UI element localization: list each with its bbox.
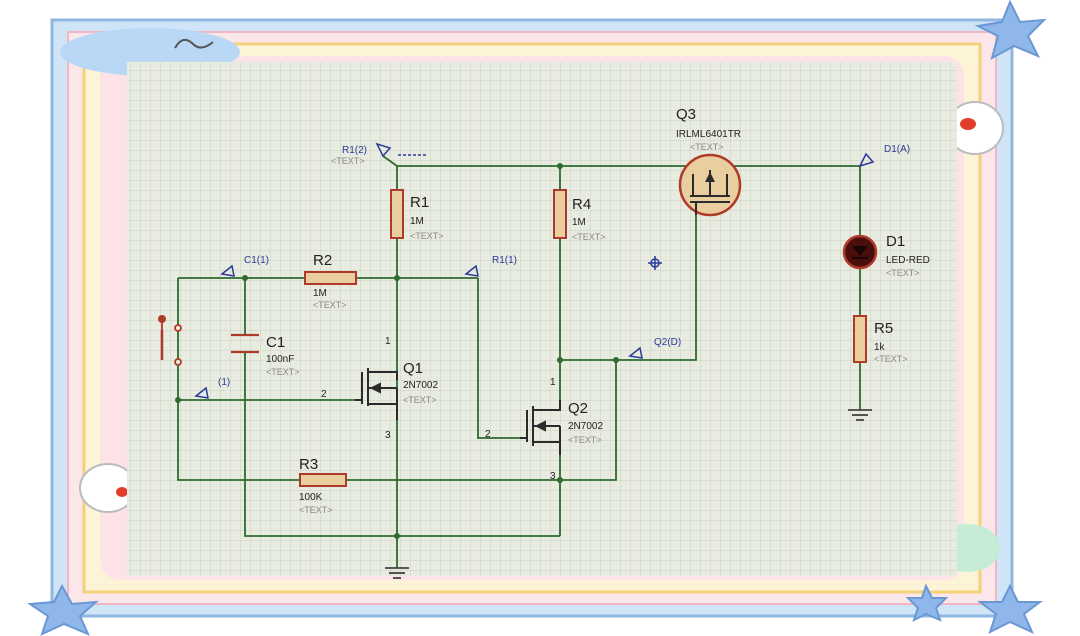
ground-icon (848, 409, 872, 421)
probe-arrow-icon (220, 264, 235, 277)
star-icon (905, 583, 949, 622)
component-value-r1: 1M (410, 216, 424, 227)
crosshair-icon (648, 256, 662, 270)
probe-label-r1-2: R1(2) (342, 145, 367, 156)
mosfet-q3-symbol[interactable] (678, 153, 742, 217)
probe-label-r1-1: R1(1) (492, 255, 517, 266)
component-ref-r1: R1 (410, 194, 429, 211)
component-ref-d1: D1 (886, 233, 905, 250)
component-ref-c1: C1 (266, 334, 285, 351)
probe-text-r1-2: <TEXT> (331, 156, 365, 166)
component-text-d1: <TEXT> (886, 268, 920, 278)
probe-label-q2-d: Q2(D) (654, 337, 681, 348)
component-text-r3: <TEXT> (299, 505, 333, 515)
junctions (175, 163, 619, 539)
component-text-r4: <TEXT> (572, 232, 606, 242)
led-d1-symbol[interactable] (842, 234, 878, 270)
pin-label-q1-gate: 2 (321, 389, 327, 400)
probe-arrow-icon (194, 386, 209, 399)
component-ref-q3: Q3 (676, 106, 696, 123)
push-button-switch[interactable] (158, 315, 182, 366)
star-icon (27, 583, 99, 636)
pin-label-q2-drain: 1 (550, 377, 556, 388)
probe-arrow-icon (628, 346, 643, 359)
resistor-r5-body[interactable] (853, 315, 867, 363)
pin-label-q2-source: 3 (550, 471, 556, 482)
component-text-r1: <TEXT> (410, 231, 444, 241)
mosfet-q2-symbol[interactable] (520, 400, 561, 455)
decoration-cloud-face-right (946, 101, 1004, 155)
probe-arrow-icon (858, 152, 875, 168)
resistor-r3-body[interactable] (299, 473, 347, 487)
ground-icon (385, 567, 409, 579)
component-ref-q2: Q2 (568, 400, 588, 417)
capacitor-c1-symbol[interactable] (231, 333, 259, 354)
probe-arrow-icon (375, 142, 426, 158)
pin-label-q2-gate: 2 (485, 429, 491, 440)
component-value-d1: LED-RED (886, 255, 930, 266)
component-value-q1: 2N7002 (403, 380, 438, 391)
probe-label-c1-1: C1(1) (244, 255, 269, 266)
component-ref-q1: Q1 (403, 360, 423, 377)
pin-label-q1-source: 3 (385, 430, 391, 441)
star-icon (974, 0, 1047, 61)
component-ref-r3: R3 (299, 456, 318, 473)
probe-label-d1-a: D1(A) (884, 144, 910, 155)
probe-label-node-1: (1) (218, 377, 230, 388)
component-value-q3: IRLML6401TR (676, 129, 741, 140)
resistor-r4-body[interactable] (553, 189, 567, 239)
component-text-r5: <TEXT> (874, 354, 908, 364)
resistor-r1-body[interactable] (390, 189, 404, 239)
component-ref-r2: R2 (313, 252, 332, 269)
component-text-r2: <TEXT> (313, 300, 347, 310)
component-value-q2: 2N7002 (568, 421, 603, 432)
pin-label-q1-drain: 1 (385, 336, 391, 347)
component-ref-r4: R4 (572, 196, 591, 213)
star-icon (977, 583, 1043, 634)
component-value-r4: 1M (572, 217, 586, 228)
component-value-r3: 100K (299, 492, 323, 503)
probe-arrow-icon (464, 264, 479, 277)
schematic-canvas (127, 62, 957, 576)
component-text-q2: <TEXT> (568, 435, 602, 445)
component-ref-r5: R5 (874, 320, 893, 337)
resistor-r2-body[interactable] (304, 271, 357, 285)
mosfet-q1-symbol[interactable] (355, 368, 398, 420)
component-value-r2: 1M (313, 288, 327, 299)
component-text-q3: <TEXT> (690, 142, 724, 152)
component-text-q1: <TEXT> (403, 395, 437, 405)
component-value-r5: 1k (874, 342, 886, 353)
component-value-c1: 100nF (266, 354, 294, 365)
component-text-c1: <TEXT> (266, 367, 300, 377)
